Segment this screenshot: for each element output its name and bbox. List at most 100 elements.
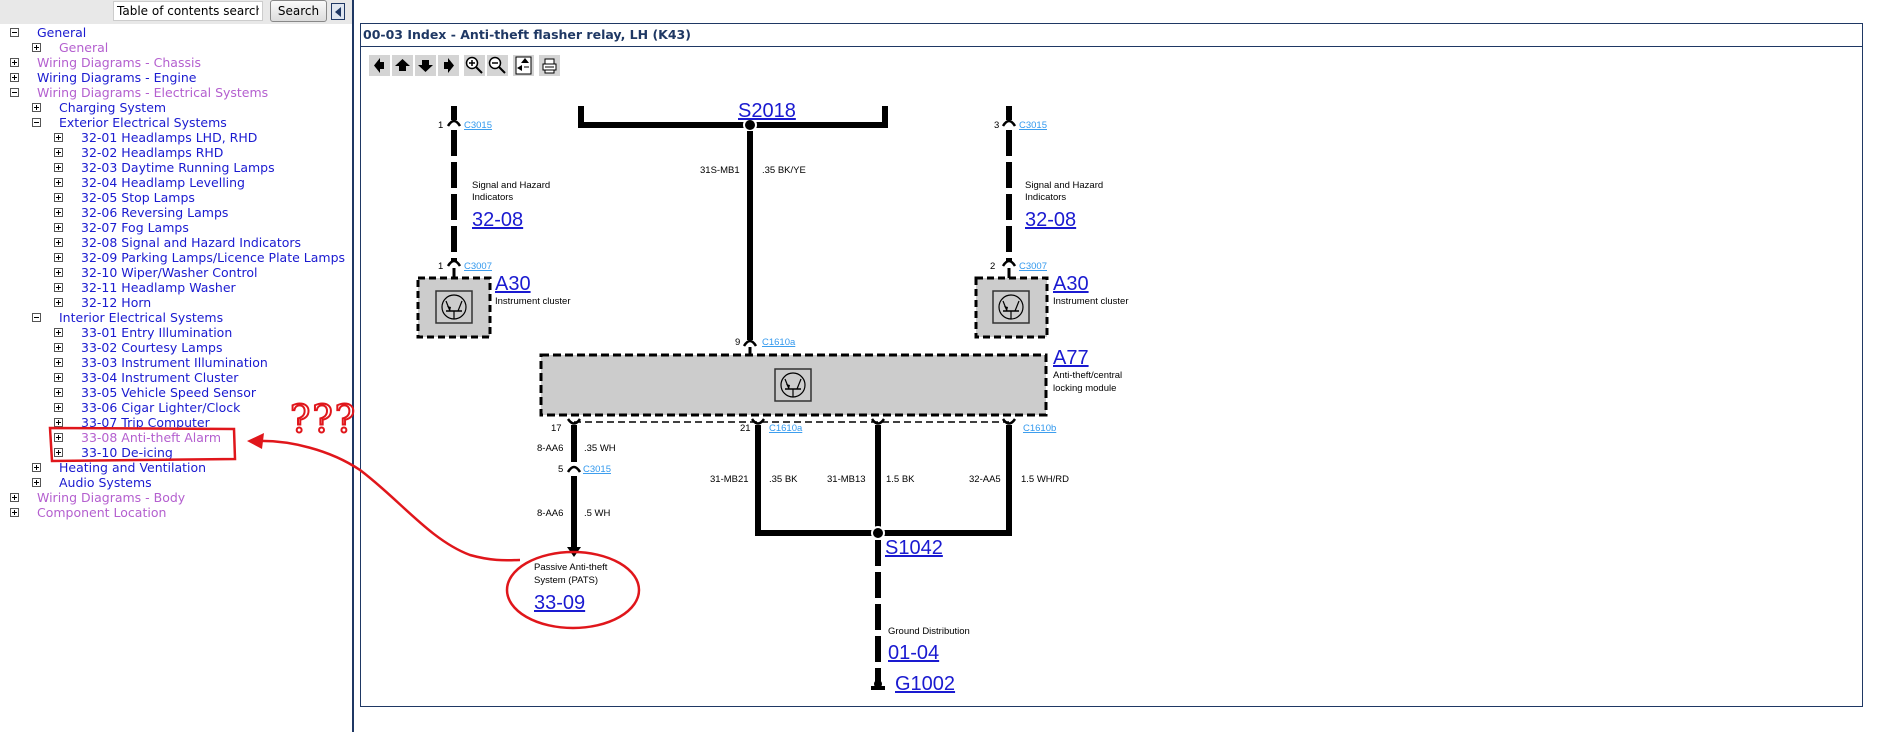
toc-item-label[interactable]: 33-10 De-icing <box>81 445 173 460</box>
expand-icon[interactable] <box>54 403 63 412</box>
toc-item-label[interactable]: General <box>37 25 87 40</box>
expand-icon[interactable] <box>54 238 63 247</box>
pin-number: 5 <box>558 464 563 475</box>
pan-down-button[interactable] <box>415 55 436 76</box>
section-link-32-08[interactable]: 32-08 <box>1025 209 1076 231</box>
fit-page-button[interactable] <box>513 55 534 76</box>
expand-icon[interactable] <box>10 73 19 82</box>
toc-item-label[interactable]: 32-10 Wiper/Washer Control <box>81 265 258 280</box>
section-link-01-04[interactable]: 01-04 <box>888 642 939 664</box>
zoom-out-button[interactable] <box>487 55 508 76</box>
zoom-in-button[interactable] <box>464 55 485 76</box>
splice-link-s2018[interactable]: S2018 <box>738 100 796 122</box>
expand-icon[interactable] <box>10 493 19 502</box>
connector-link[interactable]: C3015 <box>583 464 611 475</box>
expand-icon[interactable] <box>54 448 63 457</box>
expand-icon[interactable] <box>54 418 63 427</box>
toc-item-label[interactable]: 33-04 Instrument Cluster <box>81 370 239 385</box>
connector-link[interactable]: C1610a <box>762 337 796 348</box>
toc-item-label[interactable]: 32-03 Daytime Running Lamps <box>81 160 275 175</box>
connector-link[interactable]: C3015 <box>464 120 492 131</box>
expand-icon[interactable] <box>54 148 63 157</box>
toc-item-label[interactable]: 33-01 Entry Illumination <box>81 325 233 340</box>
expand-icon[interactable] <box>32 103 41 112</box>
connector-link[interactable]: C1610b <box>1023 423 1056 434</box>
toc-item-label[interactable]: Wiring Diagrams - Body <box>37 490 186 505</box>
toc-item-label[interactable]: 32-07 Fog Lamps <box>81 220 189 235</box>
expand-icon[interactable] <box>54 358 63 367</box>
toc-item-label[interactable]: 33-08 Anti-theft Alarm <box>81 430 222 445</box>
toc-item-label[interactable]: Component Location <box>37 505 167 520</box>
expand-icon[interactable] <box>54 253 63 262</box>
splice-link-s1042[interactable]: S1042 <box>885 537 943 559</box>
toc-item-label[interactable]: Wiring Diagrams - Engine <box>37 70 197 85</box>
toc-item-label[interactable]: 33-05 Vehicle Speed Sensor <box>81 385 256 400</box>
toc-item-label[interactable]: 32-11 Headlamp Washer <box>81 280 236 295</box>
component-link-a30[interactable]: A30 <box>1053 273 1089 295</box>
toc-item-label[interactable]: 33-03 Instrument Illumination <box>81 355 268 370</box>
toc-item-label[interactable]: Charging System <box>59 100 167 115</box>
expand-icon[interactable] <box>54 373 63 382</box>
toc-item-label[interactable]: 32-01 Headlamps LHD, RHD <box>81 130 258 145</box>
expand-icon[interactable] <box>54 328 63 337</box>
expand-icon[interactable] <box>54 223 63 232</box>
expand-icon[interactable] <box>54 208 63 217</box>
pan-right-button[interactable] <box>438 55 459 76</box>
toc-item-label[interactable]: 32-04 Headlamp Levelling <box>81 175 245 190</box>
toc-item-label[interactable]: Exterior Electrical Systems <box>59 115 227 130</box>
search-button[interactable]: Search <box>270 0 327 22</box>
toc-item-label[interactable]: 32-08 Signal and Hazard Indicators <box>81 235 302 250</box>
component-link-a30[interactable]: A30 <box>495 273 531 295</box>
collapse-icon[interactable] <box>10 88 19 97</box>
collapse-icon[interactable] <box>10 28 19 37</box>
connector-link[interactable]: C3007 <box>464 261 492 272</box>
section-link-33-09[interactable]: 33-09 <box>534 592 585 614</box>
toc-item-label[interactable]: Interior Electrical Systems <box>59 310 224 325</box>
connector-link[interactable]: C3007 <box>1019 261 1047 272</box>
toc-search-input[interactable] <box>113 1 263 21</box>
expand-icon[interactable] <box>10 508 19 517</box>
toc-item-label[interactable]: General <box>59 40 109 55</box>
section-link-32-08[interactable]: 32-08 <box>472 209 523 231</box>
toc-item-label[interactable]: 32-09 Parking Lamps/Licence Plate Lamps <box>81 250 346 265</box>
expand-icon[interactable] <box>54 178 63 187</box>
expand-icon[interactable] <box>32 463 41 472</box>
expand-icon[interactable] <box>54 193 63 202</box>
connector-link[interactable]: C3015 <box>1019 120 1047 131</box>
toc-item-label[interactable]: Wiring Diagrams - Electrical Systems <box>37 85 269 100</box>
expand-icon[interactable] <box>54 133 63 142</box>
expand-icon[interactable] <box>54 298 63 307</box>
print-button[interactable] <box>539 55 560 76</box>
toc-item-label[interactable]: 33-07 Trip Computer <box>81 415 210 430</box>
collapse-icon[interactable] <box>32 313 41 322</box>
expand-icon[interactable] <box>54 163 63 172</box>
expand-icon[interactable] <box>54 343 63 352</box>
expand-icon[interactable] <box>54 268 63 277</box>
expand-icon[interactable] <box>10 58 19 67</box>
collapse-panel-button[interactable] <box>331 3 345 20</box>
toc-item-label[interactable]: 32-02 Headlamps RHD <box>81 145 224 160</box>
toc-item-label[interactable]: Audio Systems <box>59 475 152 490</box>
toc-item-label[interactable]: 33-06 Cigar Lighter/Clock <box>81 400 241 415</box>
splice-bus-top <box>578 106 888 128</box>
toc-item-label[interactable]: 32-06 Reversing Lamps <box>81 205 229 220</box>
pan-left-button[interactable] <box>369 55 390 76</box>
collapse-icon[interactable] <box>32 118 41 127</box>
expand-icon[interactable] <box>32 43 41 52</box>
toc-item-label[interactable]: 33-02 Courtesy Lamps <box>81 340 223 355</box>
arrow-up-icon <box>395 59 410 66</box>
circuit-label: 31S-MB1 <box>700 165 740 176</box>
pan-up-button[interactable] <box>392 55 413 76</box>
connector-link[interactable]: C1610a <box>769 423 803 434</box>
toc-item-label[interactable]: 32-12 Horn <box>81 295 152 310</box>
expand-icon[interactable] <box>32 478 41 487</box>
ground-link-g1002[interactable]: G1002 <box>895 673 955 695</box>
toc-item-label[interactable]: 32-05 Stop Lamps <box>81 190 195 205</box>
component-link-a77[interactable]: A77 <box>1053 347 1089 369</box>
expand-icon[interactable] <box>54 388 63 397</box>
expand-icon[interactable] <box>54 433 63 442</box>
expand-icon[interactable] <box>54 283 63 292</box>
toc-item-label[interactable]: Heating and Ventilation <box>59 460 207 475</box>
toc-item-label[interactable]: Wiring Diagrams - Chassis <box>37 55 201 70</box>
